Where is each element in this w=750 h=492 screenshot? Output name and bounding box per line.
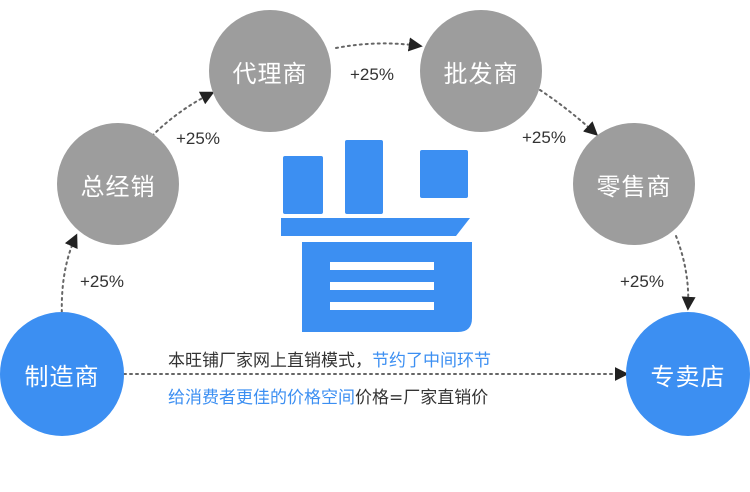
- node-agent-label: 代理商: [232, 59, 308, 88]
- node-general-distributor-label: 总经销: [80, 172, 156, 201]
- direct-sales-note-line2: 给消费者更佳的价格空间价格=厂家直销价: [168, 383, 488, 408]
- arrow-wholesaler-to-retailer: [539, 89, 599, 136]
- save-money-logo-icon: [281, 140, 472, 332]
- node-agent: 代理商: [209, 10, 331, 132]
- node-manufacturer: 制造商: [0, 312, 124, 436]
- node-general-distributor: 总经销: [57, 123, 179, 245]
- arrow-manufacturer-to-general-distributor: [60, 233, 78, 319]
- node-store: 专卖店: [626, 312, 750, 436]
- node-wholesaler-label: 批发商: [443, 59, 519, 88]
- arrow-retailer-to-store: [675, 235, 696, 311]
- markup-label: +25%: [176, 129, 220, 148]
- note-line2-part-a: 给消费者更佳的价格空间: [168, 388, 355, 408]
- note-line2-part-b: 价格=厂家直销价: [355, 388, 489, 408]
- node-retailer: 零售商: [573, 123, 695, 245]
- note-line1-part-b: 节约了中间环节: [372, 351, 491, 371]
- node-store-label: 专卖店: [650, 362, 726, 391]
- markup-label: +25%: [80, 272, 124, 291]
- markup-label: +25%: [620, 272, 664, 291]
- direct-sales-note-line1: 本旺铺厂家网上直销模式，节约了中间环节: [168, 346, 491, 371]
- node-manufacturer-label: 制造商: [24, 362, 100, 391]
- markup-label: +25%: [522, 128, 566, 147]
- arrow-agent-to-wholesaler: [335, 37, 423, 52]
- node-retailer-label: 零售商: [596, 172, 672, 201]
- node-wholesaler: 批发商: [420, 10, 542, 132]
- markup-label: +25%: [350, 65, 394, 84]
- note-line1-part-a: 本旺铺厂家网上直销模式，: [168, 351, 372, 371]
- arrow-general-distributor-to-agent: [151, 91, 215, 137]
